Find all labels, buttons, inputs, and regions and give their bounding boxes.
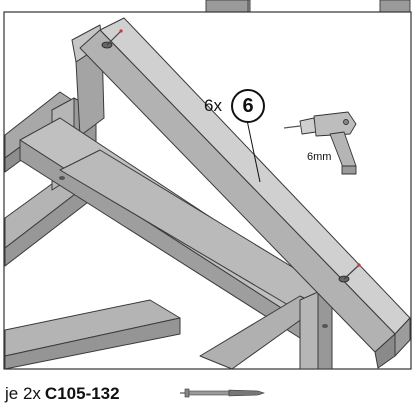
screw-icon [180, 388, 265, 398]
screw-head-icon [338, 263, 361, 283]
fastener-prefix: je 2x [5, 384, 41, 403]
top-edge-tabs [205, 0, 411, 13]
part-number-badge: 6 [231, 89, 265, 123]
screw-head-icon [101, 29, 123, 49]
drill-icon [283, 111, 357, 175]
frame-beams [4, 17, 411, 370]
fastener-caption: je 2x C105-132 [5, 380, 265, 408]
drill-size-label: 6mm [307, 151, 332, 163]
part-leader-line [246, 119, 261, 183]
fastener-code: C105-132 [44, 384, 120, 403]
right-post [299, 291, 319, 370]
bolt-hole [59, 176, 328, 328]
quantity-label: 6x [204, 96, 222, 115]
